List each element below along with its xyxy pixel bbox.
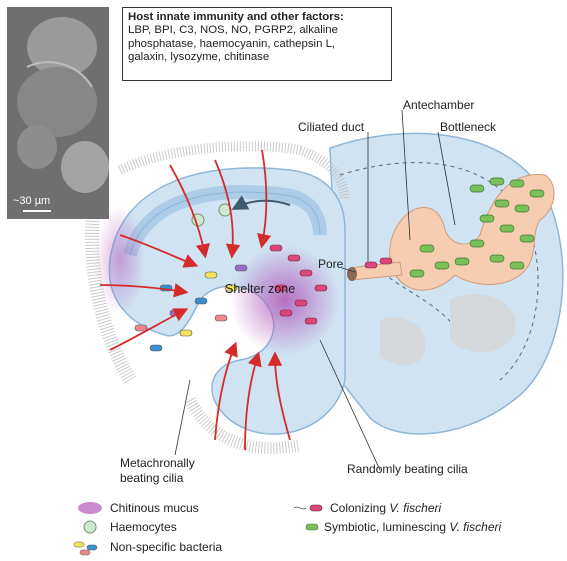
legend-colonizing-species: V. fischeri [389,501,441,515]
scale-bar [23,210,51,212]
legend-symbiotic-prefix: Symbiotic, luminescing [324,520,449,534]
label-shelter-zone: Shelter zone [225,282,295,296]
label-antechamber: Antechamber [403,98,474,112]
label-bottleneck: Bottleneck [440,120,496,134]
host-factors-line3: galaxin, lysozyme, chitinase [128,51,269,63]
host-factors-line2: phosphatase, haemocyanin, cathepsin L, [128,38,335,50]
scale-label: ~30 µm [13,195,50,207]
legend-symbiotic-species: V. fischeri [449,520,501,534]
label-randomly-beating-cilia: Randomly beating cilia [347,462,468,476]
host-factors-title: Host innate immunity and other factors: [128,11,344,23]
legend-haemocytes: Haemocytes [110,520,177,534]
label-beating-cilia: beating cilia [120,471,183,485]
host-factors-box: Host innate immunity and other factors: … [122,7,392,81]
sem-micrograph: ~30 µm [7,7,109,219]
legend-colonizing: Colonizing V. fischeri [330,501,441,515]
legend-chitinous-mucus: Chitinous mucus [110,501,199,515]
label-pore: Pore [318,257,343,271]
host-factors-line1: LBP, BPI, C3, NOS, NO, PGRP2, alkaline [128,24,338,36]
legend-symbiotic: Symbiotic, luminescing V. fischeri [324,520,501,534]
legend-colonizing-prefix: Colonizing [330,501,389,515]
label-ciliated-duct: Ciliated duct [298,120,364,134]
legend-non-specific-bacteria: Non-specific bacteria [110,540,222,554]
label-metachronally: Metachronally [120,456,195,470]
